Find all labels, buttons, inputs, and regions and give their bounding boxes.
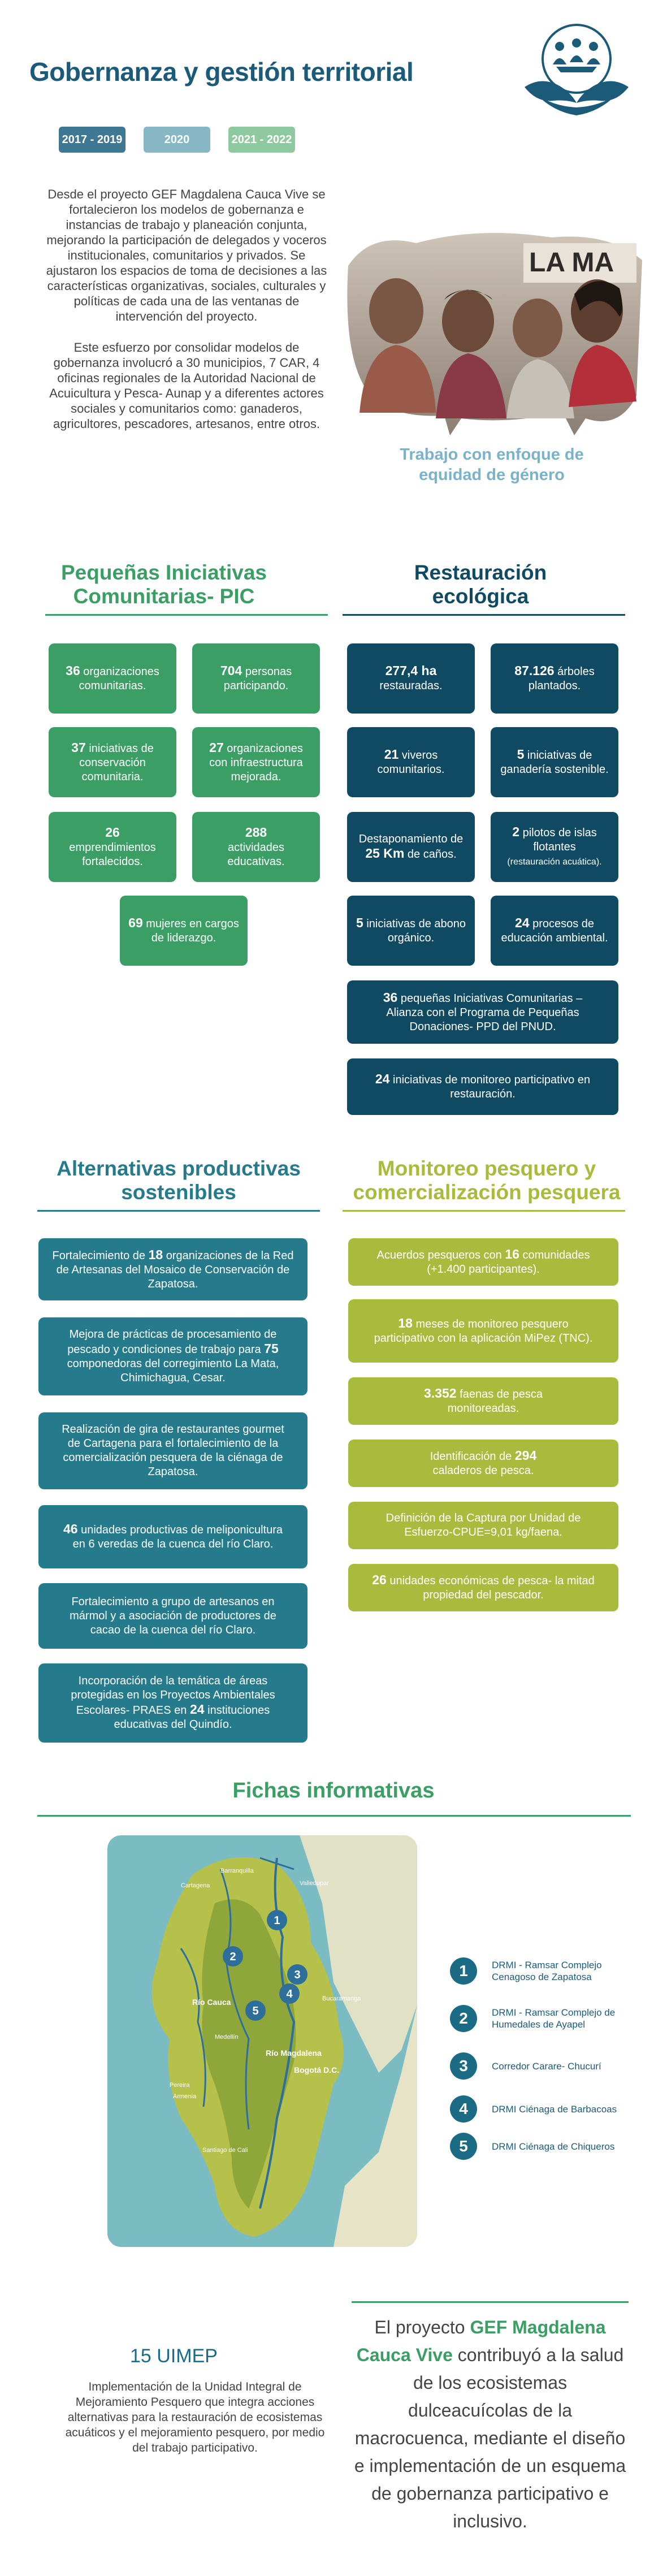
- map-marker-2[interactable]: [223, 1946, 243, 1966]
- women-group-photo: LA MA: [347, 233, 642, 435]
- restauracion-card-monitoreo: 24 iniciativas de monitoreo participativ…: [347, 1058, 618, 1115]
- alternativas-card-artesanos-marmol: Fortalecimiento a grupo de artesanos en …: [38, 1583, 307, 1649]
- restauracion-title-underline: [343, 614, 625, 616]
- monitoreo-card-unidades-economicas: 26 unidades económicas de pesca- la mita…: [348, 1564, 618, 1611]
- alternativas-card-praes: Incorporación de la temática de áreas pr…: [38, 1663, 307, 1743]
- restauracion-card-ganaderia: 5 iniciativas de ganadería sostenible.: [491, 727, 618, 797]
- project-name-highlight: GEF Magdalena Cauca Vive: [356, 2317, 606, 2365]
- ficha-number-badge: 1: [450, 1957, 477, 1985]
- page-title: Gobernanza y gestión territorial: [29, 57, 414, 87]
- restauracion-card-viveros: 21 viveros comunitarios.: [347, 727, 475, 797]
- restauracion-card-abono: 5 iniciativas de abono orgánico.: [347, 896, 475, 966]
- monitoreo-section-title: Monitoreo pesquero y comercialización pe…: [353, 1157, 621, 1204]
- pic-card-infraestructura: 27 organizaciones con infraestructura me…: [192, 727, 320, 797]
- svg-text:3: 3: [294, 1969, 300, 1981]
- ficha-number-badge: 2: [450, 2005, 477, 2032]
- uimep-description: Implementación de la Unidad Integral de …: [65, 2380, 325, 2454]
- map-label-armenia: Armenia: [173, 2093, 197, 2100]
- fichas-title-underline: [37, 1815, 631, 1817]
- svg-text:4: 4: [286, 1988, 293, 2000]
- restauracion-card-canos: Destaponamiento de 25 Km de caños.: [347, 812, 475, 882]
- svg-text:5: 5: [252, 2005, 258, 2017]
- closing-top-divider: [352, 2301, 629, 2303]
- ficha-item-5[interactable]: 5 DRMI Ciénaga de Chiqueros: [450, 2133, 627, 2160]
- year-pill-2017-2019[interactable]: 2017 - 2019: [59, 127, 125, 153]
- year-pill-2020[interactable]: 2020: [144, 127, 210, 153]
- alternativas-card-artesanas: Fortalecimiento de 18 organizaciones de …: [38, 1238, 307, 1300]
- intro-paragraph-1: Desde el proyecto GEF Magdalena Cauca Vi…: [46, 187, 327, 323]
- alternativas-section-title: Alternativas productivas sostenibles: [57, 1157, 301, 1204]
- svg-text:1: 1: [274, 1914, 280, 1927]
- photo-banner-text: LA MA: [529, 248, 614, 278]
- map-label-valledupar: Valledupar: [300, 1880, 329, 1887]
- alternativas-title-underline: [37, 1210, 320, 1212]
- fichas-section-title: Fichas informativas: [232, 1779, 435, 1803]
- pic-title-underline: [45, 614, 328, 616]
- closing-statement: El proyecto GEF Magdalena Cauca Vive con…: [354, 2317, 626, 2531]
- pic-card-personas: 704 personas participando.: [192, 643, 320, 714]
- monitoreo-card-mipez: 18 meses de monitoreo pesquero participa…: [348, 1299, 618, 1363]
- ficha-label: Corredor Carare- Chucurí: [492, 2060, 601, 2072]
- restauracion-card-educacion: 24 procesos de educación ambiental.: [491, 896, 618, 966]
- map-marker-5[interactable]: [245, 2000, 266, 2021]
- alternativas-card-gira-restaurantes: Realización de gira de restaurantes gour…: [38, 1412, 307, 1489]
- map-label-rio-magdalena: Río Magdalena: [266, 2048, 322, 2058]
- ficha-label: DRMI - Ramsar Complejo Cenagoso de Zapat…: [492, 1960, 602, 1982]
- ficha-number-badge: 3: [450, 2052, 477, 2080]
- alternativas-card-procesamiento: Mejora de prácticas de procesamiento de …: [38, 1317, 307, 1395]
- intro-paragraph-2: Este esfuerzo por consolidar modelos de …: [49, 340, 324, 431]
- monitoreo-card-cpue: Definición de la Captura por Unidad de E…: [348, 1502, 618, 1549]
- map-label-pereira: Pereira: [170, 2082, 190, 2089]
- intro-text: Desde el proyecto GEF Magdalena Cauca Vi…: [45, 187, 328, 431]
- map-label-rio-cauca: Río Cauca: [192, 1998, 231, 2007]
- monitoreo-title-underline: [343, 1210, 625, 1212]
- svg-text:2: 2: [229, 1951, 236, 1963]
- map-marker-3[interactable]: [287, 1964, 307, 1985]
- year-pill-2021-2022[interactable]: 2021 - 2022: [228, 127, 295, 153]
- alternativas-card-meliponicultura: 46 unidades productivas de meliponicultu…: [38, 1505, 307, 1568]
- pic-card-organizaciones: 36 organizaciones comunitarias.: [49, 643, 176, 714]
- ficha-label: DRMI - Ramsar Complejo de Humedales de A…: [492, 2007, 616, 2030]
- map-label-bogota: Bogotá D.C.: [294, 2065, 339, 2074]
- map-label-barranquilla: Barranquilla: [220, 1868, 254, 1874]
- map-marker-4[interactable]: [279, 1983, 300, 2004]
- ficha-label: DRMI Ciénaga de Barbacoas: [492, 2103, 617, 2115]
- ficha-label: DRMI Ciénaga de Chiqueros: [492, 2141, 615, 2152]
- restauracion-card-ppd: 36 pequeñas Iniciativas Comunitarias – A…: [347, 980, 618, 1044]
- pic-card-conservacion: 37 iniciativas de conservación comunitar…: [49, 727, 176, 797]
- pic-section-title: Pequeñas Iniciativas Comunitarias- PIC: [60, 561, 267, 608]
- ficha-item-2[interactable]: 2 DRMI - Ramsar Complejo de Humedales de…: [450, 2005, 627, 2032]
- restauracion-card-arboles: 87.126 árboles plantados.: [491, 643, 618, 714]
- pic-card-mujeres: 69 mujeres en cargos de liderazgo.: [120, 896, 248, 966]
- ficha-number-badge: 4: [450, 2095, 477, 2123]
- map-marker-1[interactable]: [267, 1910, 287, 1930]
- monitoreo-card-acuerdos: Acuerdos pesqueros con 16 comunidades (+…: [348, 1238, 618, 1286]
- map-label-bucaramanga: Bucaramanga: [322, 1995, 361, 2002]
- monitoreo-card-faenas: 3.352 faenas de pesca monitoreadas.: [348, 1377, 618, 1425]
- gender-equity-caption: Trabajo con enfoque de equidad de género: [400, 446, 584, 484]
- hands-community-logo-icon: [525, 24, 629, 115]
- map-label-santiago: Santiago de Cali: [202, 2147, 248, 2154]
- map-label-cartagena: Cartagena: [181, 1882, 210, 1889]
- year-selector: 2017 - 2019 2020 2021 - 2022: [59, 127, 295, 153]
- ficha-number-badge: 5: [450, 2133, 477, 2160]
- map-label-medellin: Medellín: [215, 2034, 239, 2041]
- ficha-item-4[interactable]: 4 DRMI Ciénaga de Barbacoas: [450, 2095, 627, 2123]
- ficha-item-1[interactable]: 1 DRMI - Ramsar Complejo Cenagoso de Zap…: [450, 1957, 627, 1985]
- uimep-title: 15 UIMEP: [130, 2345, 218, 2367]
- monitoreo-card-caladeros: Identificación de 294 caladeros de pesca…: [348, 1440, 618, 1487]
- restauracion-section-title: Restauración ecológica: [414, 561, 547, 608]
- restauracion-card-islas-flotantes: 2 pilotos de islas flotantes(restauració…: [491, 812, 618, 882]
- ficha-item-3[interactable]: 3 Corredor Carare- Chucurí: [450, 2052, 627, 2080]
